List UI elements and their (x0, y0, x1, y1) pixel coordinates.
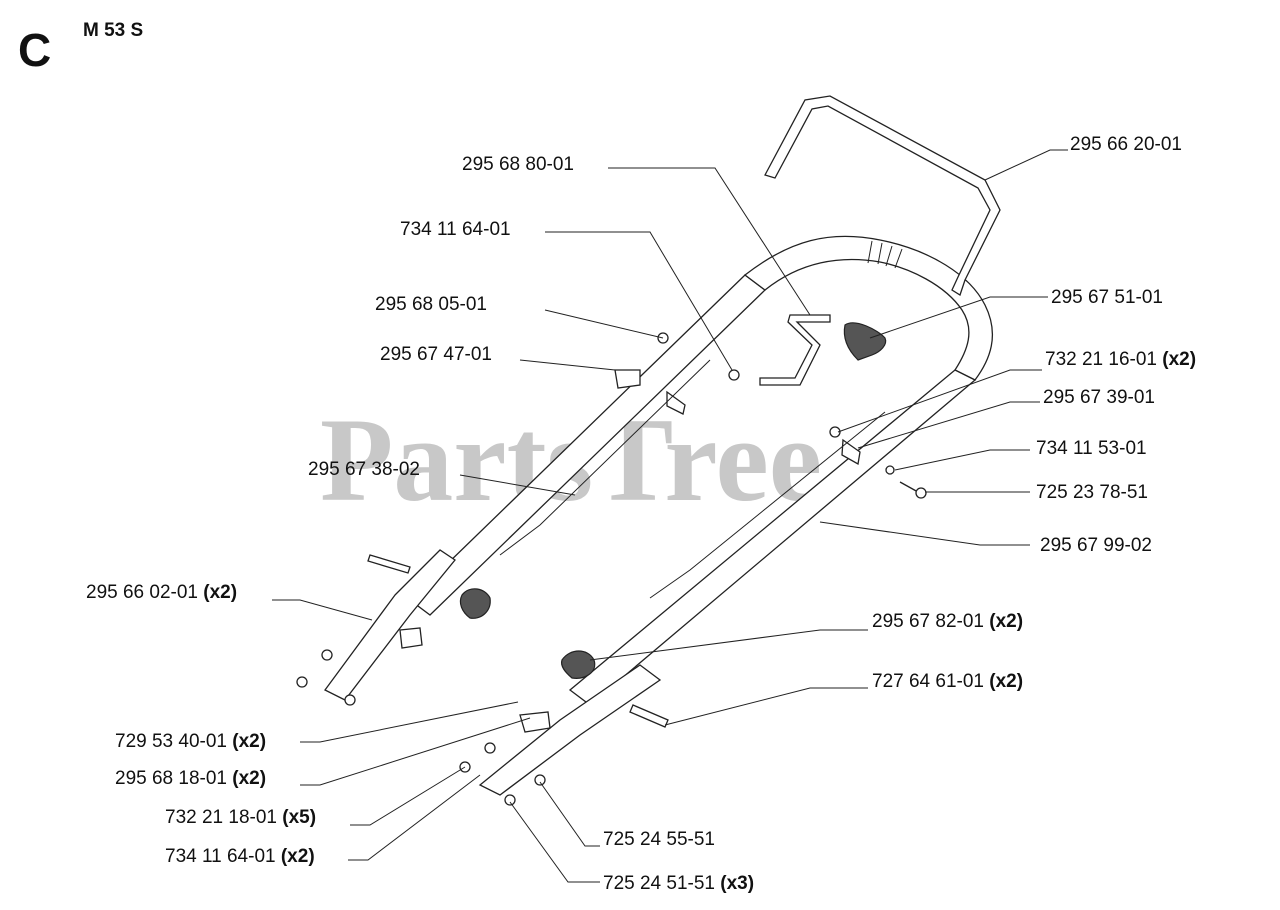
label-295-67-47-01: 295 67 47-01 (380, 344, 492, 365)
lower-bracket-right (478, 664, 662, 796)
label-295-67-99-02: 295 67 99-02 (1040, 535, 1152, 556)
label-295-66-20-01: 295 66 20-01 (1070, 134, 1182, 155)
handle-right-tube (568, 369, 977, 706)
model-name: M 53 S (83, 20, 143, 41)
nut-lower-right-2 (484, 742, 496, 754)
label-295-68-18-01: 295 68 18-01 (x2) (115, 768, 266, 789)
cable-clamp-left (399, 627, 423, 649)
lower-bracket-left (324, 549, 456, 701)
bolt-mid-left (321, 649, 333, 661)
control-bail (764, 95, 1001, 296)
bolt-725-24-51 (504, 794, 516, 806)
grip-knob (843, 322, 887, 361)
label-295-66-02-01: 295 66 02-01 (x2) (86, 582, 237, 603)
label-725-23-78-51: 725 23 78-51 (1036, 482, 1148, 503)
washer-734-11-64 (728, 369, 740, 381)
label-725-24-51-51: 725 24 51-51 (x3) (603, 873, 754, 894)
washer-734-11-53 (885, 465, 895, 475)
label-734-11-64-01: 734 11 64-01 (400, 219, 511, 240)
nut-732-21-16 (829, 426, 841, 438)
label-734-11-53-01: 734 11 53-01 (1036, 438, 1147, 459)
knob-right (560, 650, 596, 679)
cable-bracket (841, 438, 861, 466)
nut-lower-left (344, 694, 356, 706)
part-labels: 295 66 20-01 295 68 80-01 734 11 64-01 2… (86, 134, 1196, 894)
handle-assembly-drawing (296, 95, 1001, 806)
label-295-68-05-01: 295 68 05-01 (375, 294, 487, 315)
section-letter: C (18, 24, 51, 76)
label-732-21-18-01: 732 21 18-01 (x5) (165, 807, 316, 828)
bolt-725-24-55 (534, 774, 546, 786)
pin-right (629, 704, 669, 728)
cable-clamp (519, 711, 551, 733)
label-295-67-39-01: 295 67 39-01 (1043, 387, 1155, 408)
cable-clip (614, 369, 641, 389)
bolt-725-23-78 (899, 481, 919, 493)
cable-left (499, 359, 711, 556)
pin-left (367, 554, 411, 574)
label-295-67-82-01: 295 67 82-01 (x2) (872, 611, 1023, 632)
knob-left (459, 588, 491, 619)
label-732-21-16-01: 732 21 16-01 (x2) (1045, 349, 1196, 370)
label-295-67-51-01: 295 67 51-01 (1051, 287, 1163, 308)
label-295-68-80-01: 295 68 80-01 (462, 154, 574, 175)
brake-lever (759, 314, 831, 386)
grip-rings (867, 240, 903, 269)
bolt-lower-left (296, 676, 308, 688)
label-295-67-38-02: 295 67 38-02 (308, 459, 420, 480)
cable-right (649, 411, 886, 599)
label-727-64-61-01: 727 64 61-01 (x2) (872, 671, 1023, 692)
leader-lines (272, 149, 1068, 883)
label-734-11-64-01-x2: 734 11 64-01 (x2) (165, 846, 315, 867)
label-729-53-40-01: 729 53 40-01 (x2) (115, 731, 266, 752)
label-725-24-55-51: 725 24 55-51 (603, 829, 715, 850)
bolt-head-725-23-78 (915, 487, 927, 499)
